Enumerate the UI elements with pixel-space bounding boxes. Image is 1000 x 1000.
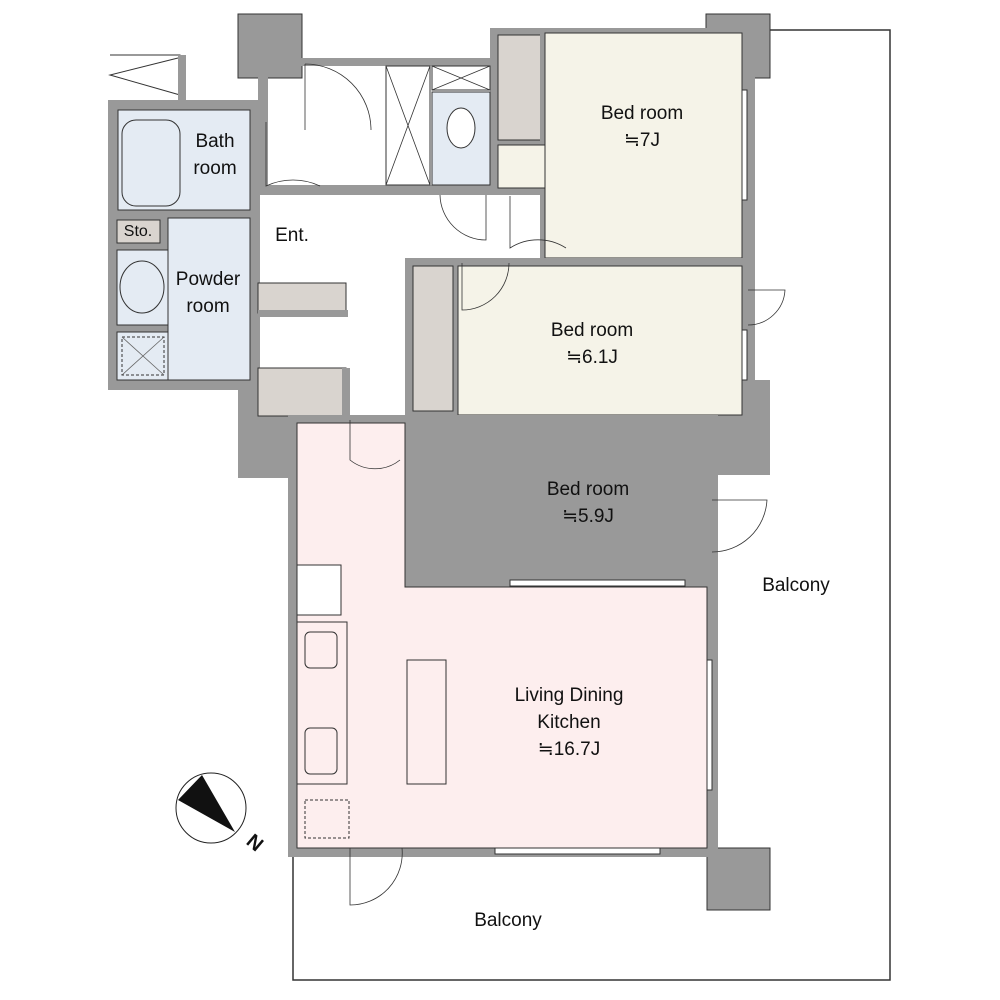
storage-room: [116, 219, 161, 244]
entrance-label: Ent.: [275, 225, 309, 246]
toilet-icon: [446, 107, 476, 149]
bedroom-2: [457, 265, 743, 416]
balcony-outline: [292, 29, 891, 981]
compass-icon: [175, 772, 247, 844]
closet: [497, 34, 544, 141]
kitchen-island: [406, 659, 447, 785]
entrance-bench: [257, 282, 347, 314]
bedroom-1: [544, 32, 743, 259]
bedroom-1-label: Bed room≒7J: [600, 103, 684, 151]
exterior-door: [108, 54, 181, 100]
closet: [412, 265, 454, 412]
stove-icon: [304, 631, 338, 669]
bedroom-2-label: Bed room≒6.1J: [550, 320, 634, 368]
living-dining-kitchen: [296, 422, 708, 849]
storage-label: Sto.: [123, 223, 153, 240]
bath-room: [117, 109, 251, 211]
sink-icon: [304, 727, 338, 775]
storage: [257, 367, 347, 417]
balcony-east-label: Balcony: [762, 575, 830, 596]
pillar: [237, 13, 303, 79]
bathtub-icon: [121, 119, 181, 207]
pillar: [706, 847, 771, 911]
bedroom-3-label: Bed room≒5.9J: [546, 479, 630, 527]
powder-room: [167, 217, 251, 381]
washbasin-icon: [119, 260, 165, 314]
balcony-south-label: Balcony: [474, 910, 542, 931]
door-swings: [265, 63, 786, 906]
